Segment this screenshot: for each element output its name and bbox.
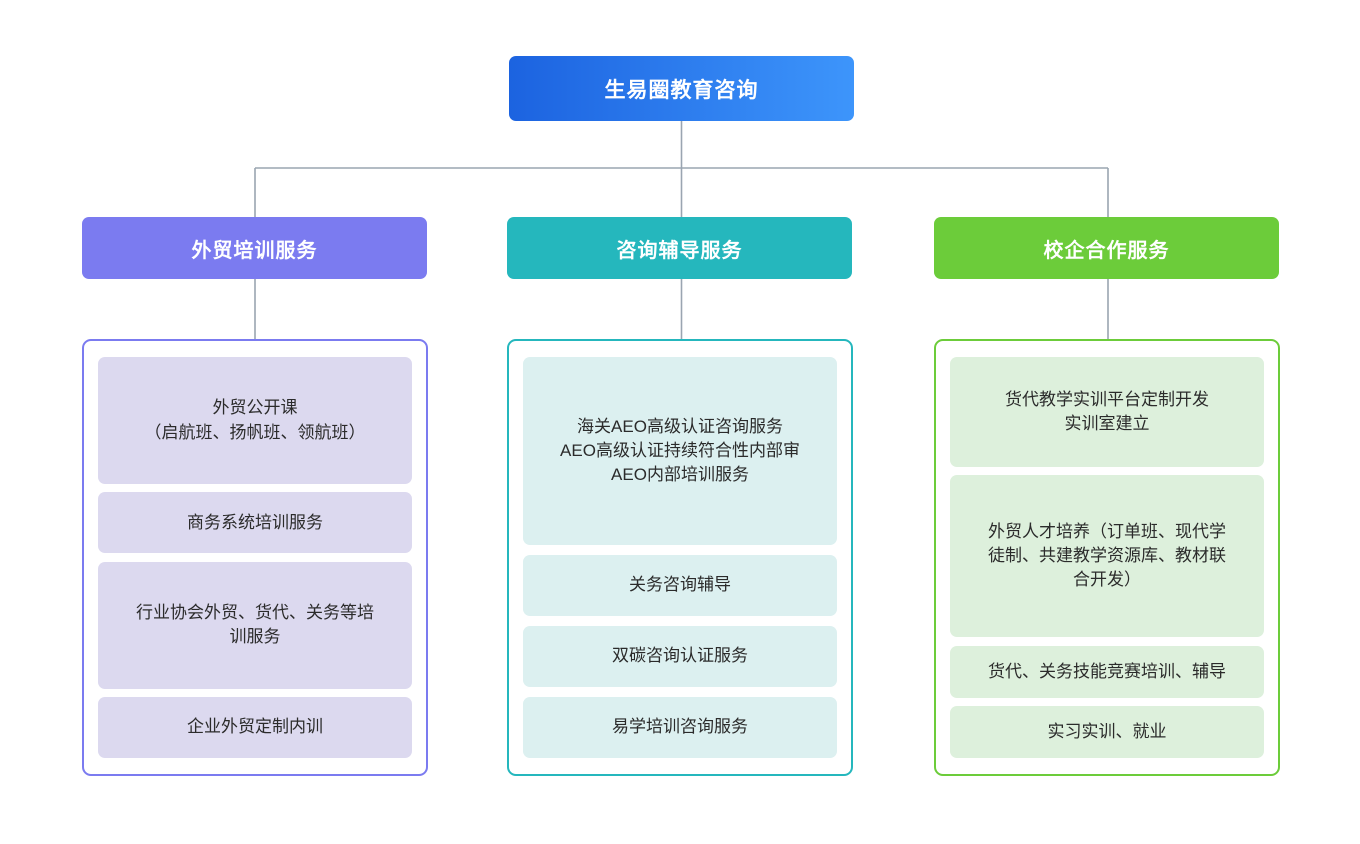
leaf-card[interactable]: 易学培训咨询服务 <box>523 697 837 758</box>
branch-header-1[interactable]: 咨询辅导服务 <box>507 217 852 279</box>
leaf-card[interactable]: 外贸人才培养（订单班、现代学 徒制、共建教学资源库、教材联 合开发） <box>950 475 1264 638</box>
leaf-card[interactable]: 实习实训、就业 <box>950 705 1264 758</box>
branch-container-1: 海关AEO高级认证咨询服务 AEO高级认证持续符合性内部审 AEO内部培训服务关… <box>507 339 853 776</box>
root-node[interactable]: 生易圈教育咨询 <box>509 56 854 121</box>
branch-header-0[interactable]: 外贸培训服务 <box>82 217 427 279</box>
leaf-card-label: 货代教学实训平台定制开发 实训室建立 <box>1005 389 1209 433</box>
branch-container-2: 货代教学实训平台定制开发 实训室建立外贸人才培养（订单班、现代学 徒制、共建教学… <box>934 339 1280 776</box>
leaf-card-label: 海关AEO高级认证咨询服务 AEO高级认证持续符合性内部审 AEO内部培训服务 <box>560 416 800 485</box>
leaf-card[interactable]: 货代、关务技能竞赛培训、辅导 <box>950 645 1264 698</box>
leaf-card[interactable]: 双碳咨询认证服务 <box>523 626 837 687</box>
leaf-card[interactable]: 商务系统培训服务 <box>98 492 412 554</box>
leaf-card-label: 企业外贸定制内训 <box>187 717 323 737</box>
leaf-card[interactable]: 海关AEO高级认证咨询服务 AEO高级认证持续符合性内部审 AEO内部培训服务 <box>523 357 837 545</box>
branch-header-2[interactable]: 校企合作服务 <box>934 217 1279 279</box>
leaf-card-label: 行业协会外贸、货代、关务等培 训服务 <box>136 603 374 647</box>
leaf-card-label: 商务系统培训服务 <box>187 512 323 532</box>
leaf-card-label: 实习实训、就业 <box>1047 721 1167 741</box>
leaf-card[interactable]: 关务咨询辅导 <box>523 555 837 616</box>
leaf-card[interactable]: 货代教学实训平台定制开发 实训室建立 <box>950 357 1264 467</box>
leaf-card-label: 关务咨询辅导 <box>629 575 731 595</box>
leaf-card-label: 货代、关务技能竞赛培训、辅导 <box>988 661 1226 681</box>
leaf-card-label: 易学培训咨询服务 <box>612 717 748 737</box>
leaf-card-label: 双碳咨询认证服务 <box>612 646 748 666</box>
leaf-card[interactable]: 企业外贸定制内训 <box>98 696 412 758</box>
leaf-card[interactable]: 行业协会外贸、货代、关务等培 训服务 <box>98 561 412 689</box>
leaf-card-label: 外贸公开课 （启航班、扬帆班、领航班） <box>144 398 366 442</box>
branch-container-0: 外贸公开课 （启航班、扬帆班、领航班） 商务系统培训服务行业协会外贸、货代、关务等… <box>82 339 428 776</box>
leaf-card[interactable]: 外贸公开课 （启航班、扬帆班、领航班） <box>98 357 412 484</box>
leaf-card-label: 外贸人才培养（订单班、现代学 徒制、共建教学资源库、教材联 合开发） <box>988 522 1226 590</box>
